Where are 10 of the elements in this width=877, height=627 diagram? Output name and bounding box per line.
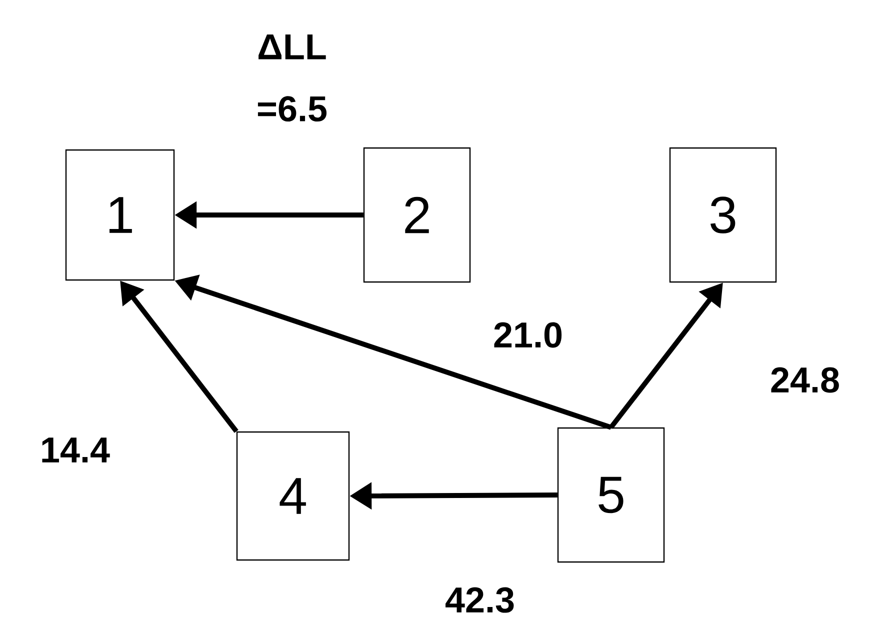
number-box: 1 xyxy=(65,149,175,281)
number-box: 2 xyxy=(363,147,471,283)
edge-label: 14.4 xyxy=(42,438,110,462)
edge-label: 42.3 xyxy=(446,587,514,613)
number-box: 4 xyxy=(236,431,350,561)
edge-label: 24.8 xyxy=(771,367,839,393)
edge-label: 21.0 xyxy=(494,322,562,348)
number-box: 3 xyxy=(669,147,777,283)
edge-label: ΔLL =6.5 xyxy=(258,34,327,122)
number-box: 5 xyxy=(557,427,665,563)
